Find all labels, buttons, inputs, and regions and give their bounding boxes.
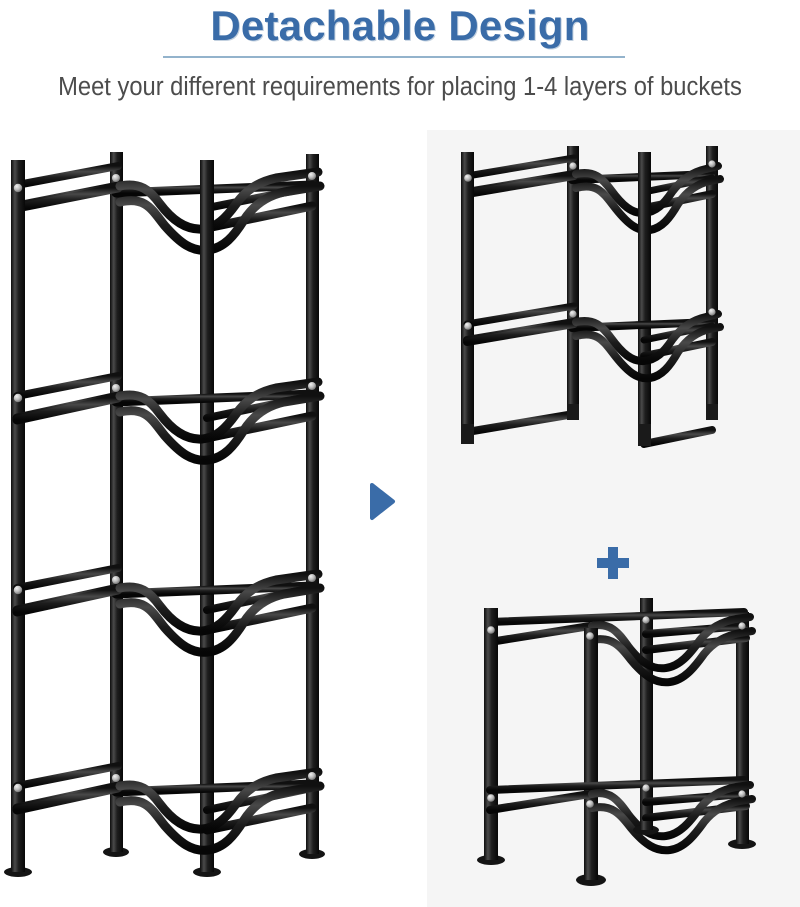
rack-foot bbox=[4, 862, 32, 877]
upper-module-illustration: Detached upper 2-tier module of the buck… bbox=[444, 132, 784, 532]
page-title: Detachable Design bbox=[210, 2, 590, 49]
assembled-rack-illustration: Tall black metal 4-tier water bucket sto… bbox=[0, 130, 360, 907]
assembly-screw bbox=[464, 160, 716, 330]
rack-foot bbox=[103, 843, 129, 857]
rack-foot bbox=[576, 870, 606, 886]
plus-icon bbox=[594, 544, 632, 582]
rack-foot bbox=[193, 862, 221, 877]
play-triangle-right-icon bbox=[368, 482, 398, 522]
rack-foot bbox=[477, 851, 505, 865]
assembly-screw bbox=[13, 172, 316, 793]
rack-foot bbox=[633, 821, 659, 835]
assembly-screw bbox=[487, 616, 746, 808]
rack-foot bbox=[728, 835, 756, 849]
title-underline-divider bbox=[163, 56, 625, 58]
header: Detachable Design Meet your different re… bbox=[0, 0, 800, 130]
lower-module-illustration: Detached lower 2-tier base module of the… bbox=[444, 592, 784, 902]
rack-foot bbox=[299, 845, 325, 859]
page-subtitle: Meet your different requirements for pla… bbox=[58, 73, 742, 101]
